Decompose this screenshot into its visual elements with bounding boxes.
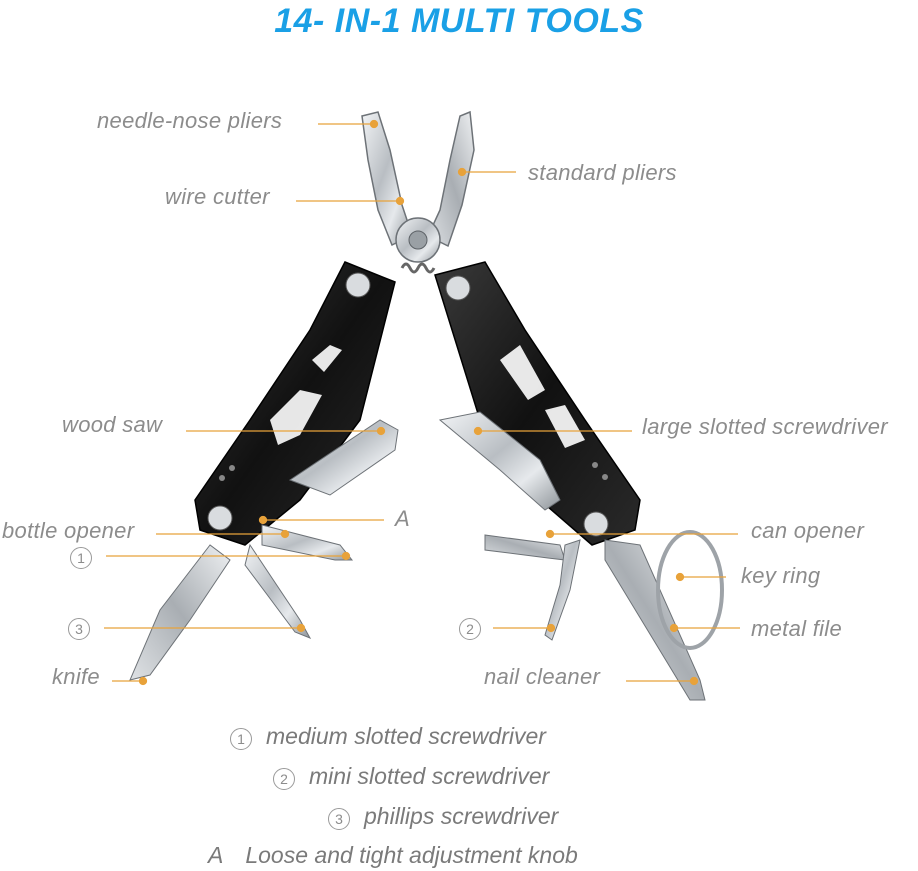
label-can-opener: can opener [751, 518, 865, 543]
left-tools [129, 419, 399, 681]
plier-jaws [361, 110, 475, 274]
callout-number-3: 3 [68, 616, 90, 640]
label-wood-saw: wood saw [62, 412, 163, 437]
callout-number-2: 2 [459, 616, 481, 640]
label-adjustment-knob-a: A [395, 506, 410, 531]
right-handle [434, 261, 641, 546]
label-large-slotted-screwdriver: large slotted screwdriver [642, 414, 888, 439]
label-needle-nose-pliers: needle-nose pliers [97, 108, 283, 133]
leader-lines [104, 119, 740, 686]
label-standard-pliers: standard pliers [528, 160, 677, 185]
label-key-ring: key ring [741, 563, 821, 588]
page-title: 14- IN-1 MULTI TOOLS [274, 2, 644, 40]
label-knife: knife [52, 664, 100, 689]
callout-number-1: 1 [70, 545, 92, 569]
label-nail-cleaner: nail cleaner [484, 664, 601, 689]
label-bottle-opener: bottle opener [2, 518, 135, 543]
label-metal-file: metal file [751, 616, 843, 641]
label-wire-cutter: wire cutter [165, 184, 270, 209]
left-handle [194, 261, 396, 546]
right-tools [438, 411, 724, 701]
